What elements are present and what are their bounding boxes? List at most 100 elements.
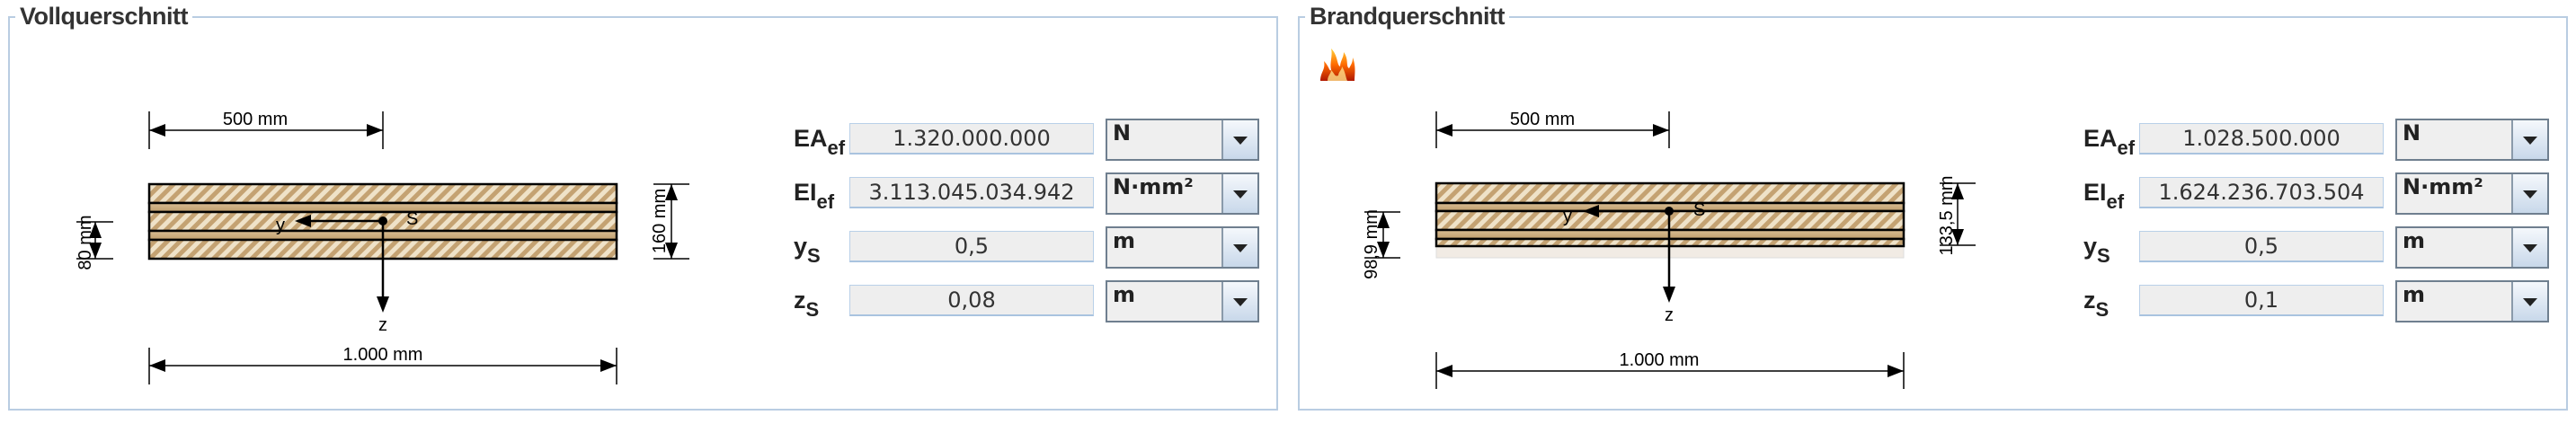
section-title: Brandquerschnitt <box>1305 0 1510 32</box>
row-label: EIef <box>794 177 834 217</box>
y-axis-label: y <box>276 216 285 235</box>
row-label-sub: ef <box>827 137 846 159</box>
arrowhead <box>1951 229 1964 245</box>
cross-section-drawing: 500 mm 1.000 mm y z S 80 mm 160 mm <box>76 110 689 384</box>
section-vollquerschnitt: Vollquerschnitt 500 mm 1.000 mm y z S 80… <box>8 0 1278 411</box>
row-label-sub: S <box>805 298 820 321</box>
value-field[interactable]: 0,5 <box>849 231 1094 262</box>
row-label: EAef <box>2083 123 2135 163</box>
arrowhead <box>89 243 102 259</box>
row-label-sub: ef <box>2117 137 2136 159</box>
unit-dropdown-value: m <box>2403 282 2426 307</box>
arrowhead <box>1951 183 1964 199</box>
unit-dropdown[interactable]: m <box>1106 280 1259 322</box>
centroid-point <box>1665 207 1674 216</box>
value-field[interactable]: 3.113.045.034.942 <box>849 177 1094 208</box>
centroid-label: S <box>1693 200 1705 220</box>
chevron-down-icon[interactable] <box>1221 120 1257 159</box>
row-label-sub: ef <box>816 190 835 213</box>
unit-dropdown[interactable]: m <box>1106 226 1259 269</box>
unit-dropdown-value: N·mm² <box>2403 174 2483 199</box>
longitudinal-layer <box>147 182 618 205</box>
unit-dropdown-value: m <box>1113 228 1136 253</box>
row-label-sub: S <box>807 244 821 267</box>
row-label-main: EA <box>794 125 828 152</box>
chevron-down-icon[interactable] <box>2511 228 2547 267</box>
fire-icon <box>1320 49 1355 81</box>
value-field[interactable]: 1.624.236.703.504 <box>2139 177 2384 208</box>
unit-dropdown-value: m <box>1113 282 1136 307</box>
dim-width-label: 1.000 mm <box>343 345 423 365</box>
cross-section-drawing: 500 mm 1.000 mm y z S 98,9 mm 133,5 mm <box>1362 110 1976 389</box>
z-axis-label: z <box>378 315 387 335</box>
row-label: zS <box>2083 285 2109 325</box>
value-field[interactable]: 1.028.500.000 <box>2139 123 2384 155</box>
arrowhead <box>1653 124 1669 137</box>
unit-dropdown-value: N <box>1113 120 1132 146</box>
unit-dropdown-value: N·mm² <box>1113 174 1194 199</box>
row-label-main: y <box>2083 233 2098 260</box>
arrowhead <box>377 296 389 313</box>
y-axis-label: y <box>1563 207 1572 226</box>
row-label: yS <box>2083 231 2110 271</box>
unit-dropdown[interactable]: m <box>2395 226 2549 269</box>
centroid-point <box>378 216 387 225</box>
section-title: Vollquerschnitt <box>15 0 193 32</box>
row-label-main: EA <box>2083 125 2118 152</box>
chevron-down-icon[interactable] <box>2511 174 2547 213</box>
unit-dropdown[interactable]: N·mm² <box>2395 172 2549 215</box>
dim-zs-label: 80 mm <box>76 215 95 269</box>
arrowhead <box>665 184 678 200</box>
dim-half-width-label: 500 mm <box>1510 110 1575 129</box>
section-brandquerschnitt: Brandquerschnitt 500 mm 1.000 mm y z S 9… <box>1298 0 2568 411</box>
unit-dropdown[interactable]: m <box>2395 280 2549 322</box>
arrowhead <box>665 243 678 259</box>
arrowhead <box>149 359 165 372</box>
value-field[interactable]: 0,08 <box>849 285 1094 316</box>
value-field[interactable]: 0,1 <box>2139 285 2384 316</box>
value-field[interactable]: 1.320.000.000 <box>849 123 1094 155</box>
value-field[interactable]: 0,5 <box>2139 231 2384 262</box>
arrowhead <box>1377 242 1390 258</box>
z-axis-label: z <box>1665 305 1674 325</box>
chevron-down-icon[interactable] <box>2511 282 2547 321</box>
arrowhead <box>1377 212 1390 228</box>
arrowhead <box>1888 365 1904 377</box>
unit-dropdown[interactable]: N <box>2395 119 2549 161</box>
chevron-down-icon[interactable] <box>2511 120 2547 159</box>
chevron-down-icon[interactable] <box>1221 174 1257 213</box>
chevron-down-icon[interactable] <box>1221 282 1257 321</box>
unit-dropdown-value: N <box>2403 120 2421 146</box>
row-label-sub: S <box>2097 244 2110 267</box>
row-label: zS <box>794 285 819 325</box>
group-frame <box>8 16 1278 411</box>
row-label-main: z <box>794 287 806 314</box>
row-label-sub: ef <box>2106 190 2125 213</box>
row-label: EAef <box>794 123 845 163</box>
dim-width-label: 1.000 mm <box>1620 350 1700 370</box>
transverse-layer <box>147 201 618 214</box>
arrowhead <box>1436 124 1452 137</box>
unit-dropdown[interactable]: N·mm² <box>1106 172 1259 215</box>
row-label: yS <box>794 231 821 271</box>
dim-height-label: 160 mm <box>650 189 670 253</box>
arrowhead <box>1436 365 1452 377</box>
centroid-label: S <box>406 209 418 229</box>
dim-height-label: 133,5 mm <box>1937 176 1957 256</box>
row-label-sub: S <box>2095 298 2110 321</box>
arrowhead <box>600 359 617 372</box>
dim-zs-label: 98,9 mm <box>1362 209 1381 279</box>
row-label-main: z <box>2083 287 2096 314</box>
dim-half-width-label: 500 mm <box>223 110 288 129</box>
longitudinal-layer <box>1435 181 1905 205</box>
unit-dropdown[interactable]: N <box>1106 119 1259 161</box>
arrowhead <box>1663 287 1675 303</box>
row-label-main: EI <box>2083 179 2107 206</box>
arrowhead <box>295 215 311 227</box>
chevron-down-icon[interactable] <box>1221 228 1257 267</box>
unit-dropdown-value: m <box>2403 228 2426 253</box>
arrowhead <box>1583 205 1599 217</box>
row-label: EIef <box>2083 177 2124 217</box>
group-frame <box>1298 16 2568 411</box>
row-label-main: y <box>794 233 808 260</box>
